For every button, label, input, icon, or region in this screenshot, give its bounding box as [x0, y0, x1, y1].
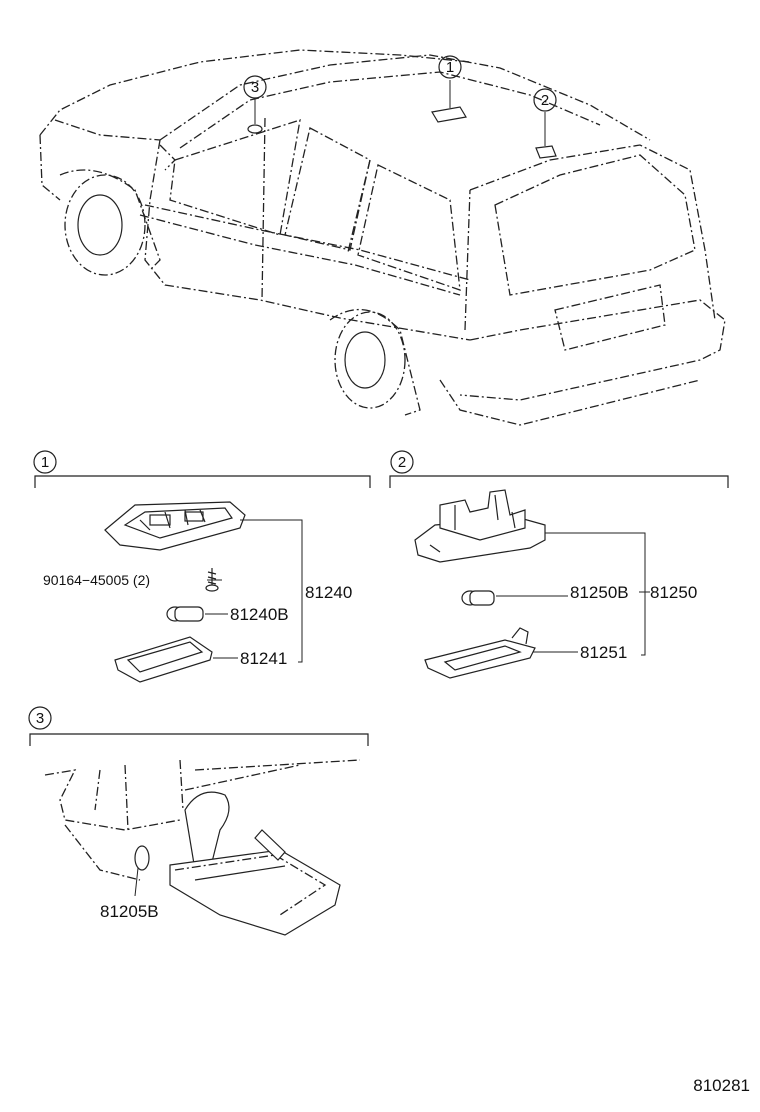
bulb-81250b-drawing — [461, 590, 495, 606]
console-interior-drawing — [44, 759, 361, 936]
lamp-housing-81250-drawing — [414, 489, 546, 563]
part-label-81251: 81251 — [580, 643, 627, 662]
part-label-81240b: 81240B — [230, 605, 289, 624]
part-label-81250: 81250 — [650, 583, 697, 602]
part-label-90164-45005: 90164−45005 (2) — [43, 572, 150, 588]
section-1-number: 1 — [41, 454, 49, 471]
section-3: 3 81205B — [28, 706, 369, 936]
part-label-81205b: 81205B — [100, 902, 159, 921]
vehicle-illustration — [39, 49, 726, 426]
screw-drawing — [205, 568, 219, 592]
dome-lamp-location — [431, 106, 467, 123]
section-2-number: 2 — [398, 454, 406, 471]
part-label-81241: 81241 — [240, 649, 287, 668]
console-lamp-location — [247, 124, 263, 134]
rear-lamp-location — [535, 145, 557, 159]
lens-81251-drawing — [424, 627, 536, 679]
figure-code: 810281 — [693, 1076, 750, 1095]
svg-text:2: 2 — [541, 92, 549, 109]
callout-1: 1 — [438, 55, 462, 79]
svg-text:1: 1 — [446, 59, 454, 76]
lens-81241-drawing — [114, 636, 213, 683]
section-2: 2 81250B 81250 81251 — [389, 450, 729, 679]
part-label-81240: 81240 — [305, 583, 352, 602]
callout-2: 2 — [533, 88, 557, 112]
section-3-number: 3 — [36, 710, 44, 727]
part-label-81250b: 81250B — [570, 583, 629, 602]
svg-text:3: 3 — [251, 79, 259, 96]
section-1: 1 90164−45005 (2) — [33, 450, 371, 683]
lamp-housing-81240-drawing — [104, 501, 246, 551]
bulb-81240b-drawing — [166, 606, 204, 622]
callout-3: 3 — [243, 75, 267, 99]
bulb-81205b-drawing — [134, 845, 150, 871]
